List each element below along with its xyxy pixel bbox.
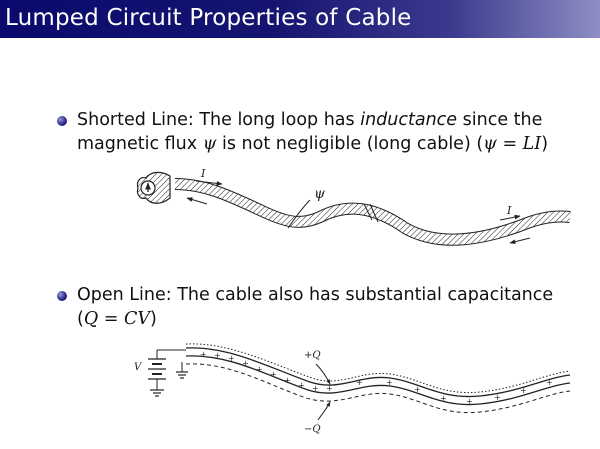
svg-text:+: + bbox=[284, 376, 291, 385]
flux-label: ψ bbox=[314, 186, 326, 202]
ground-icon bbox=[150, 389, 164, 397]
svg-text:+: + bbox=[414, 385, 421, 394]
current-arrow-icon bbox=[195, 180, 223, 186]
svg-text:+: + bbox=[356, 378, 363, 387]
bullet-1-line-2: magnetic flux ψ is not negligible (long … bbox=[77, 132, 548, 156]
svg-text:+: + bbox=[520, 386, 527, 395]
svg-text:+: + bbox=[312, 384, 319, 393]
current-label-right: I bbox=[506, 204, 512, 217]
svg-text:+: + bbox=[256, 365, 263, 374]
bullet-2-line-1: Open Line: The cable also has substantia… bbox=[77, 285, 554, 305]
battery-icon bbox=[148, 350, 166, 390]
text-run: Shorted Line: The long loop has bbox=[77, 110, 361, 130]
math-flux-equation: ψ = LI bbox=[483, 134, 542, 154]
voltage-label: V bbox=[134, 362, 143, 373]
svg-text:+: + bbox=[326, 384, 333, 393]
bullet-2-line-2: (Q = CV) bbox=[77, 307, 553, 331]
current-arrow-icon bbox=[509, 237, 531, 245]
cable-shield bbox=[185, 363, 571, 414]
figure-shorted-line: I ψ I bbox=[136, 167, 571, 246]
charge-pointer-icon bbox=[315, 363, 331, 385]
math-charge-equation: Q = CV bbox=[83, 309, 150, 329]
minus-q-label: −Q bbox=[304, 424, 321, 435]
svg-text:+: + bbox=[200, 350, 207, 359]
svg-text:+: + bbox=[386, 378, 393, 387]
flux-pointer-icon bbox=[287, 199, 311, 229]
svg-text:+: + bbox=[440, 394, 447, 403]
svg-text:+: + bbox=[228, 354, 235, 363]
bullet-text-shorted-line: Shorted Line: The long loop has inductan… bbox=[77, 108, 548, 156]
plus-q-label: +Q bbox=[304, 350, 321, 361]
svg-text:+: + bbox=[546, 378, 553, 387]
figure-open-line: + + + + + + + + + + + + + + + + + + V +Q −Q bbox=[134, 343, 571, 435]
break-mark-icon bbox=[363, 203, 373, 221]
cable-outer-conductor bbox=[185, 347, 571, 398]
emphasis-inductance: inductance bbox=[360, 110, 458, 130]
current-arrow-icon bbox=[186, 197, 208, 205]
svg-text:+: + bbox=[494, 393, 501, 402]
bullet-marker-1 bbox=[57, 116, 67, 126]
svg-text:+: + bbox=[466, 397, 473, 406]
math-psi: ψ bbox=[202, 134, 217, 154]
svg-text:+: + bbox=[214, 351, 221, 360]
text-run: magnetic flux bbox=[77, 134, 203, 154]
bullet-1-line-1: Shorted Line: The long loop has inductan… bbox=[77, 108, 548, 132]
text-run: ) bbox=[541, 134, 549, 154]
cable-inner-conductor bbox=[185, 355, 571, 406]
text-run: is not negligible (long cable) ( bbox=[216, 134, 484, 154]
text-run: ) bbox=[150, 309, 157, 329]
bullet-text-open-line: Open Line: The cable also has substantia… bbox=[77, 283, 553, 331]
svg-text:+: + bbox=[270, 370, 277, 379]
text-run: since the bbox=[457, 110, 543, 130]
current-label-left: I bbox=[200, 167, 206, 180]
slide-title: Lumped Circuit Properties of Cable bbox=[5, 5, 412, 31]
charge-pointer-icon bbox=[317, 401, 331, 421]
current-arrow-icon bbox=[499, 214, 521, 221]
title-bar: Lumped Circuit Properties of Cable bbox=[0, 0, 600, 38]
positive-charges: + + + + + + + + + + + + + + + + + + bbox=[200, 350, 553, 406]
svg-text:+: + bbox=[242, 359, 249, 368]
bullet-marker-2 bbox=[57, 291, 67, 301]
svg-text:+: + bbox=[298, 381, 305, 390]
text-run: ( bbox=[77, 309, 84, 329]
ground-icon bbox=[176, 362, 188, 379]
